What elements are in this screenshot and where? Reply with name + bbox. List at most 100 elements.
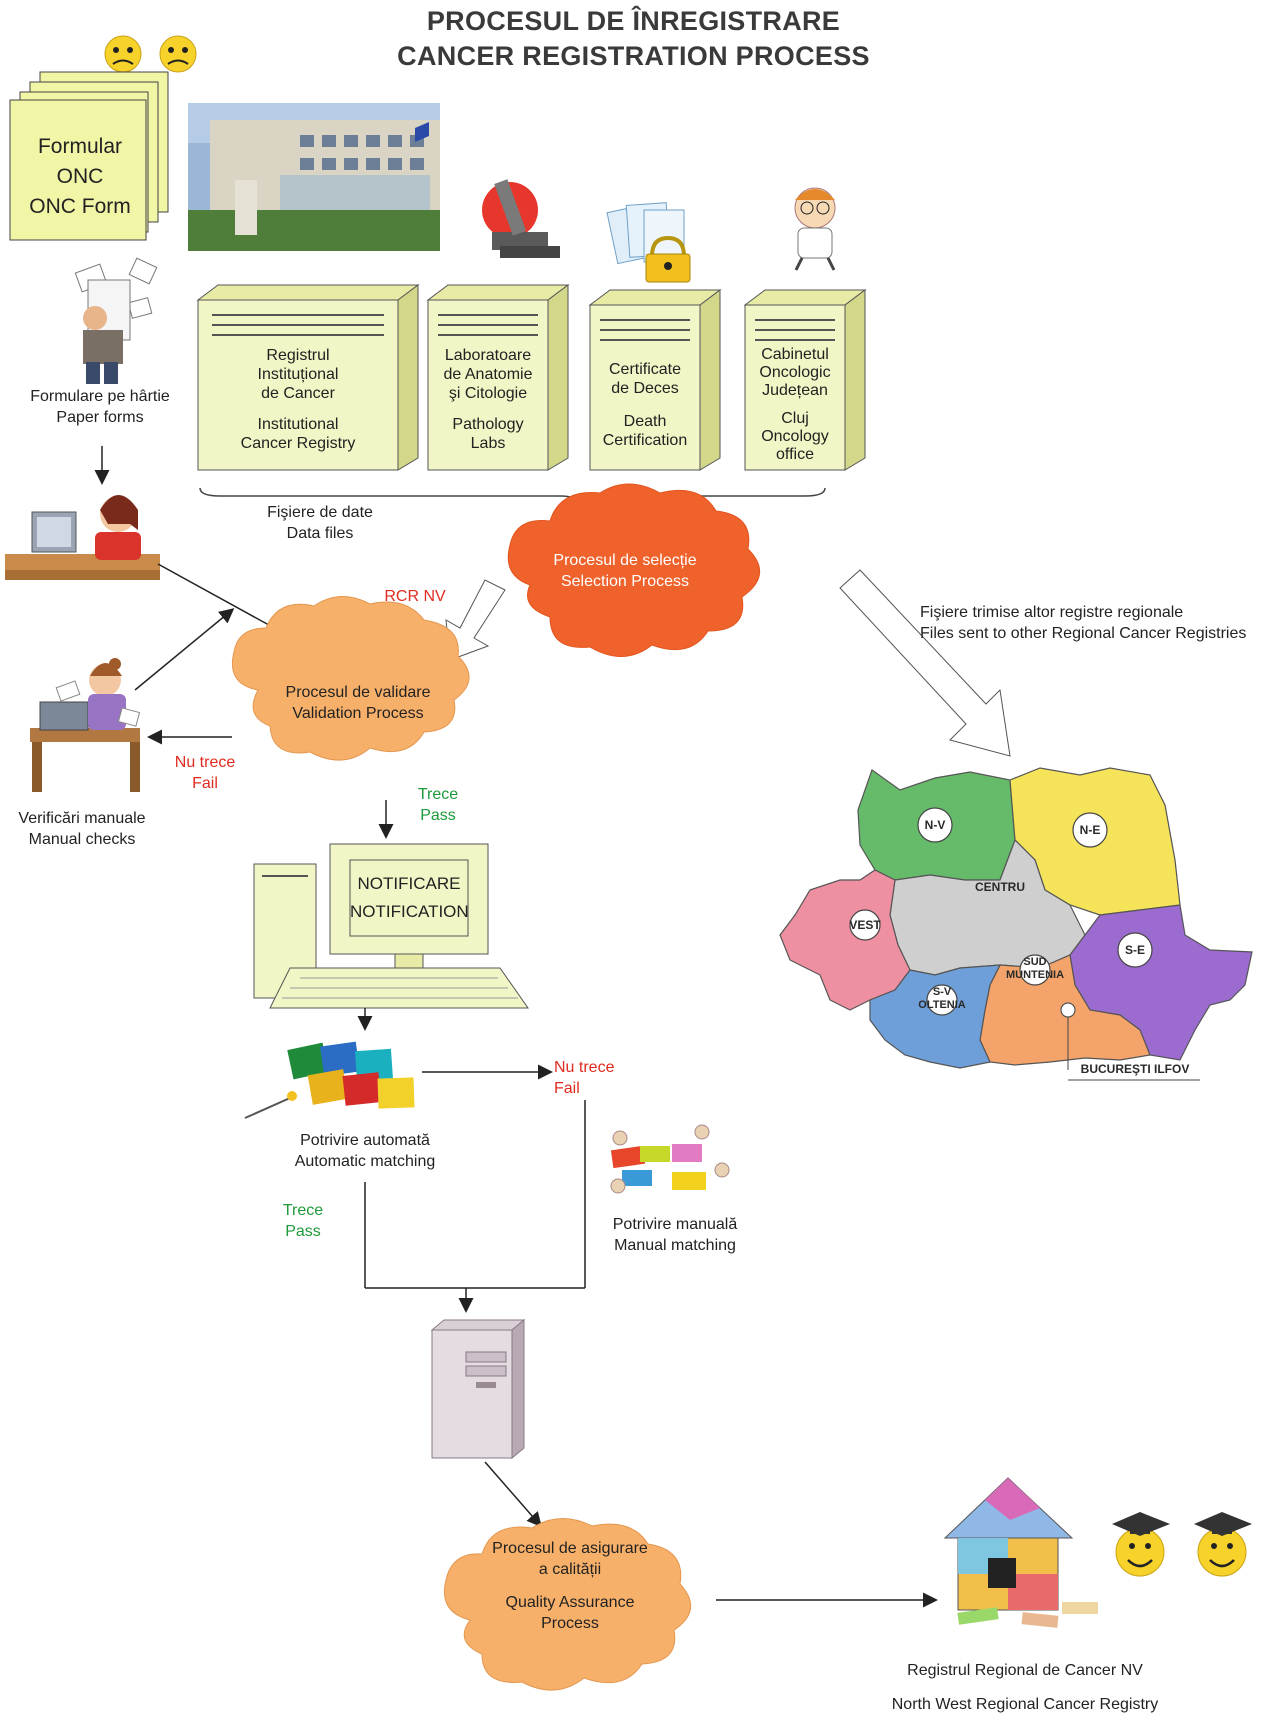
selection-line-2: Selection Process — [560, 573, 690, 590]
server-death-certification — [588, 289, 722, 471]
pass-label-matching: Trece Pass — [270, 1200, 336, 1242]
arrow-clerk-to-validation — [157, 563, 281, 632]
sad-face-icon — [159, 35, 197, 73]
fail-line-1: Nu trece — [174, 754, 236, 771]
region-text: MUNTENIA — [1005, 969, 1065, 981]
data-files-line-1: Fişiere de date — [267, 504, 373, 521]
region-label-bucuresti: BUCUREŞTI ILFOV — [1080, 1062, 1190, 1076]
source-text: Oncologic — [759, 364, 831, 381]
auto-match-line-1: Potrivire automată — [300, 1132, 430, 1149]
notification-line-2: NOTIFICATION — [350, 902, 469, 921]
region-text: S-V — [932, 986, 952, 998]
source-text: Pathology — [452, 416, 524, 433]
source-text: Certificate — [608, 361, 682, 378]
manual-checks-line-2: Manual checks — [28, 831, 136, 848]
arrow-server-to-qa — [484, 1461, 542, 1528]
notification-line-1: NOTIFICARE — [357, 874, 461, 893]
region-label-nv: N-V — [924, 818, 946, 832]
fail-label-matching: Nu trece Fail — [554, 1057, 634, 1099]
onc-form-line-1: Formular ONC — [37, 135, 122, 188]
data-files-line-2: Data files — [286, 525, 354, 542]
files-sent-line-1: Fişiere trimise altor registre regionale — [920, 604, 1184, 621]
hollow-arrow-to-map — [839, 569, 1011, 757]
source-text: Cancer Registry — [240, 435, 356, 452]
validation-line-1: Procesul de validare — [285, 684, 431, 701]
auto-match-line-2: Automatic matching — [294, 1153, 436, 1170]
region-label-ne: N-E — [1079, 823, 1101, 837]
source-institutional-label: Registrul Instituțional de Cancer Instit… — [198, 346, 398, 453]
pass-line-2: Pass — [420, 807, 456, 824]
files-sent-line-2: Files sent to other Regional Cancer Regi… — [920, 625, 1247, 642]
onc-form-line-2: ONC Form — [29, 195, 131, 218]
source-text: Labs — [470, 435, 506, 452]
source-text: de Deces — [611, 380, 679, 397]
qa-process-cloud — [444, 1517, 691, 1691]
notification-label: NOTIFICARE NOTIFICATION — [350, 870, 469, 926]
source-text: Cluj — [781, 410, 809, 427]
source-text: Registrul — [266, 347, 330, 364]
qa-line-3: Quality Assurance — [505, 1594, 635, 1611]
romania-map — [779, 767, 1253, 1069]
paper-forms-label: Formulare pe hârtie Paper forms — [10, 386, 190, 428]
server-pathology-labs — [426, 284, 570, 471]
pass-line-1: Trece — [282, 1202, 324, 1219]
region-label-centru: CENTRU — [975, 880, 1025, 894]
certificate-lock-icon — [606, 202, 691, 283]
region-label-se: S-E — [1124, 943, 1145, 957]
bucharest-marker — [1060, 1002, 1076, 1018]
source-text: Cabinetul — [761, 346, 829, 363]
paper-forms-line-1: Formulare pe hârtie — [30, 388, 170, 405]
source-pathology-label: Laboratoare de Anatomie şi Citologie Pat… — [428, 346, 548, 453]
fail-line-1: Nu trece — [554, 1059, 615, 1076]
database-server-icon — [430, 1318, 526, 1460]
selection-process-label: Procesul de selecție Selection Process — [540, 550, 710, 592]
paper-forms-line-2: Paper forms — [56, 409, 144, 426]
source-text: Death — [623, 413, 667, 430]
qa-line-1: Procesul de asigurare — [492, 1540, 648, 1557]
selection-line-1: Procesul de selecție — [553, 552, 697, 569]
pass-line-1: Trece — [417, 786, 459, 803]
source-text: de Cancer — [261, 385, 335, 402]
source-text: Oncology — [761, 428, 829, 445]
data-files-label: Fişiere de date Data files — [250, 502, 390, 544]
manual-checks-label: Verificări manuale Manual checks — [4, 808, 160, 850]
qa-process-label: Procesul de asigurare a calității Qualit… — [480, 1538, 660, 1634]
onc-form-stack-icon — [9, 71, 169, 241]
region-sv — [869, 964, 1002, 1069]
region-label-vest: VEST — [849, 918, 881, 932]
fail-line-2: Fail — [554, 1080, 580, 1097]
manual-matching-label: Potrivire manuală Manual matching — [590, 1214, 760, 1256]
person-with-papers-icon — [74, 257, 158, 384]
source-text: Certification — [602, 432, 688, 449]
pass-label-validation: Trece Pass — [408, 784, 468, 826]
source-death-cert-label: Certificate de Deces Death Certification — [588, 360, 702, 450]
server-institutional-registry — [196, 284, 420, 471]
files-sent-label: Fişiere trimise altor registre regionale… — [920, 602, 1265, 644]
source-text: Județean — [762, 382, 828, 399]
source-text: office — [776, 446, 814, 463]
qa-line-4: Process — [541, 1615, 599, 1632]
server-oncology-office — [743, 289, 867, 471]
graduate-smiley-icon — [1112, 1512, 1170, 1577]
registry-label-en: North West Regional Cancer Registry — [891, 1696, 1159, 1713]
source-text: Institutional — [257, 416, 339, 433]
puzzle-house-icon — [943, 1477, 1098, 1628]
registry-label-ro: Registrul Regional de Cancer NV — [907, 1662, 1143, 1679]
qa-line-2: a calității — [538, 1561, 602, 1578]
manual-matching-people-icon — [610, 1124, 730, 1194]
sad-face-icon — [104, 35, 142, 73]
manual-checks-line-1: Verificări manuale — [18, 810, 146, 827]
source-text: şi Citologie — [448, 385, 528, 402]
source-oncology-office-label: Cabinetul Oncologic Județean Cluj Oncolo… — [742, 346, 848, 464]
onc-form-label: Formular ONC ONC Form — [14, 132, 146, 222]
source-text: Instituțional — [257, 366, 339, 383]
fail-label-validation: Nu trece Fail — [170, 752, 240, 794]
pass-line-2: Pass — [285, 1223, 321, 1240]
arrow-manual-to-clerk — [134, 608, 235, 691]
title-line-1: PROCESUL DE ÎNREGISTRARE — [426, 6, 841, 36]
validation-line-2: Validation Process — [292, 705, 424, 722]
hospital-photo — [188, 103, 440, 251]
region-vest — [779, 869, 911, 1011]
fail-line-2: Fail — [192, 775, 218, 792]
